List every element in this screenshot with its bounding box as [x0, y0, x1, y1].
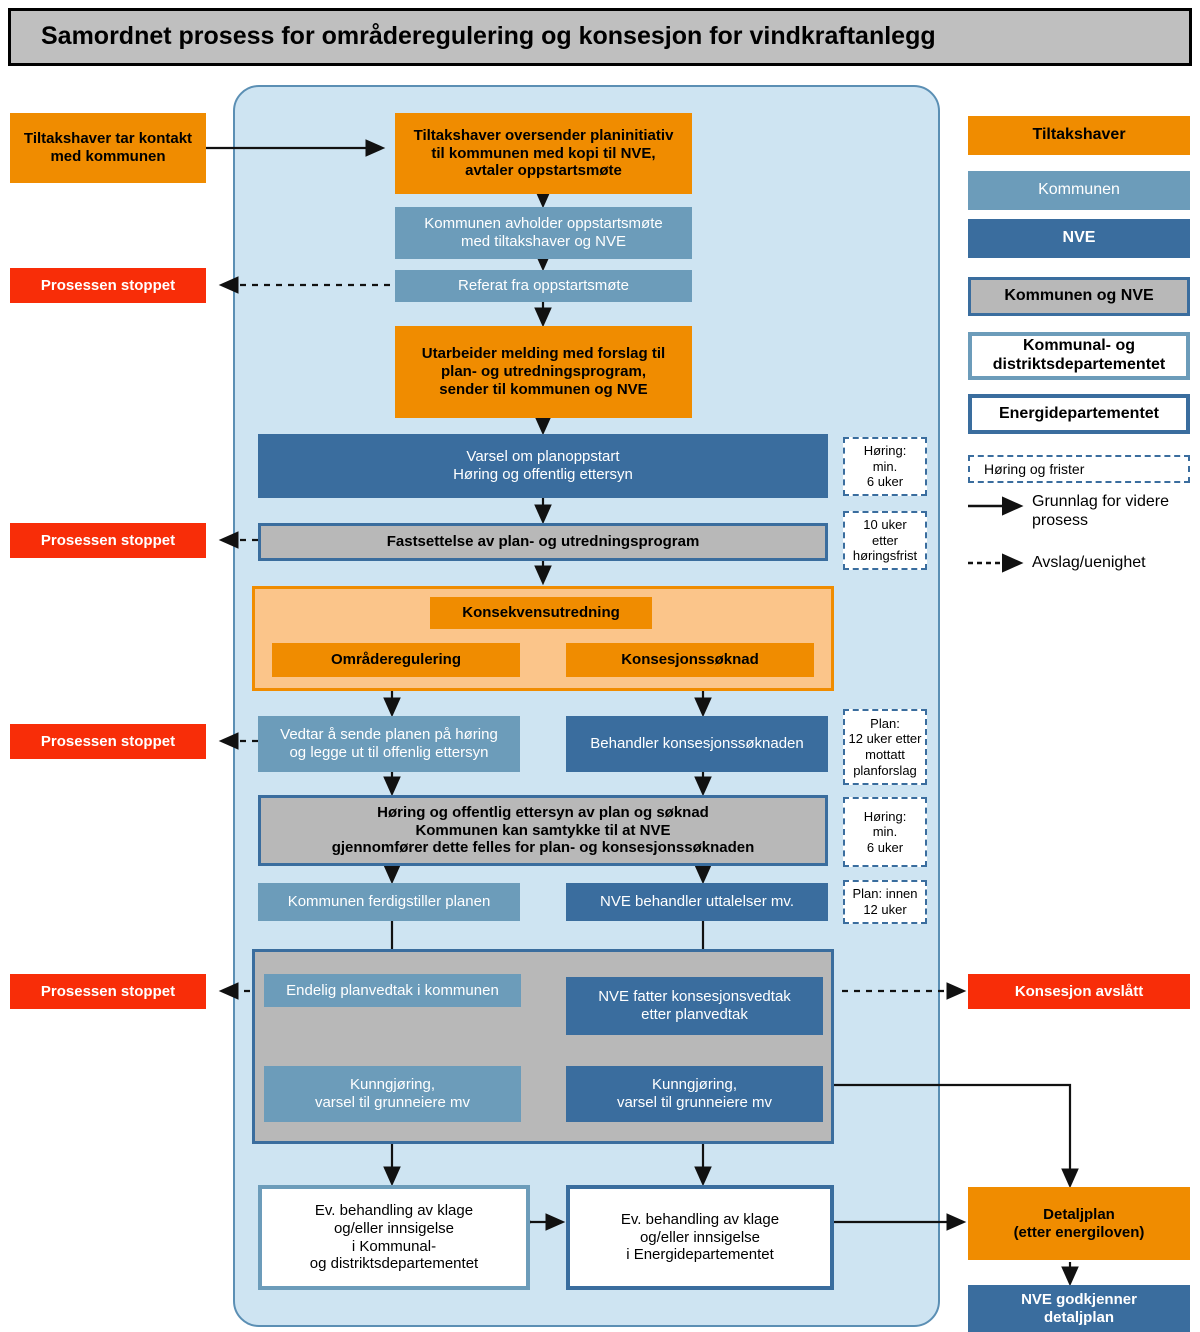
node-prosessen-stoppet-2[interactable]: Prosessen stoppet: [10, 523, 206, 558]
node-konsesjonssoknad[interactable]: Konsesjonssøknad: [566, 643, 814, 677]
legend-item-kommunen-og-nve: Kommunen og NVE: [968, 277, 1190, 316]
legend-item-tiltakshaver: Tiltakshaver: [968, 116, 1190, 155]
node-endelig-planvedtak[interactable]: Endelig planvedtak i kommunen: [264, 974, 521, 1007]
node-kunngjoring-nve[interactable]: Kunngjøring,varsel til grunneiere mv: [566, 1066, 823, 1122]
node-kunngjoring-kommune[interactable]: Kunngjøring,varsel til grunneiere mv: [264, 1066, 521, 1122]
node-nve-behandler-uttalelser[interactable]: NVE behandler uttalelser mv.: [566, 883, 828, 921]
node-prosessen-stoppet-1[interactable]: Prosessen stoppet: [10, 268, 206, 303]
legend-item-energidepartementet: Energidepartementet: [968, 394, 1190, 434]
node-omraderegulering[interactable]: Områderegulering: [272, 643, 520, 677]
legend-solid-arrow-icon: [968, 496, 1024, 516]
node-detaljplan[interactable]: Detaljplan(etter energiloven): [968, 1187, 1190, 1260]
node-behandler-konsesjonssoknaden[interactable]: Behandler konsesjonssøknaden: [566, 716, 828, 772]
legend-item-nve: NVE: [968, 219, 1190, 258]
legend-item-horing-frister: Høring og frister: [968, 455, 1190, 483]
node-kommunen-ferdigstiller[interactable]: Kommunen ferdigstiller planen: [258, 883, 520, 921]
node-prosessen-stoppet-4[interactable]: Prosessen stoppet: [10, 974, 206, 1009]
deadline-note-1: Høring:min.6 uker: [843, 437, 927, 496]
legend-dashed-arrow-icon: [968, 553, 1024, 573]
legend-item-kommunen: Kommunen: [968, 171, 1190, 210]
page-title: Samordnet prosess for områderegulering o…: [8, 8, 1192, 66]
node-referat-oppstartsmote[interactable]: Referat fra oppstartsmøte: [395, 270, 692, 302]
node-fastsettelse-program[interactable]: Fastsettelse av plan- og utredningsprogr…: [258, 523, 828, 561]
node-prosessen-stoppet-3[interactable]: Prosessen stoppet: [10, 724, 206, 759]
legend-label-avslag: Avslag/uenighet: [1032, 553, 1146, 571]
deadline-note-4: Høring:min.6 uker: [843, 797, 927, 867]
node-konsekvensutredning[interactable]: Konsekvensutredning: [430, 597, 652, 629]
node-horing-offentlig-ettersyn[interactable]: Høring og offentlig ettersyn av plan og …: [258, 795, 828, 866]
node-konsesjon-avslatt[interactable]: Konsesjon avslått: [968, 974, 1190, 1009]
